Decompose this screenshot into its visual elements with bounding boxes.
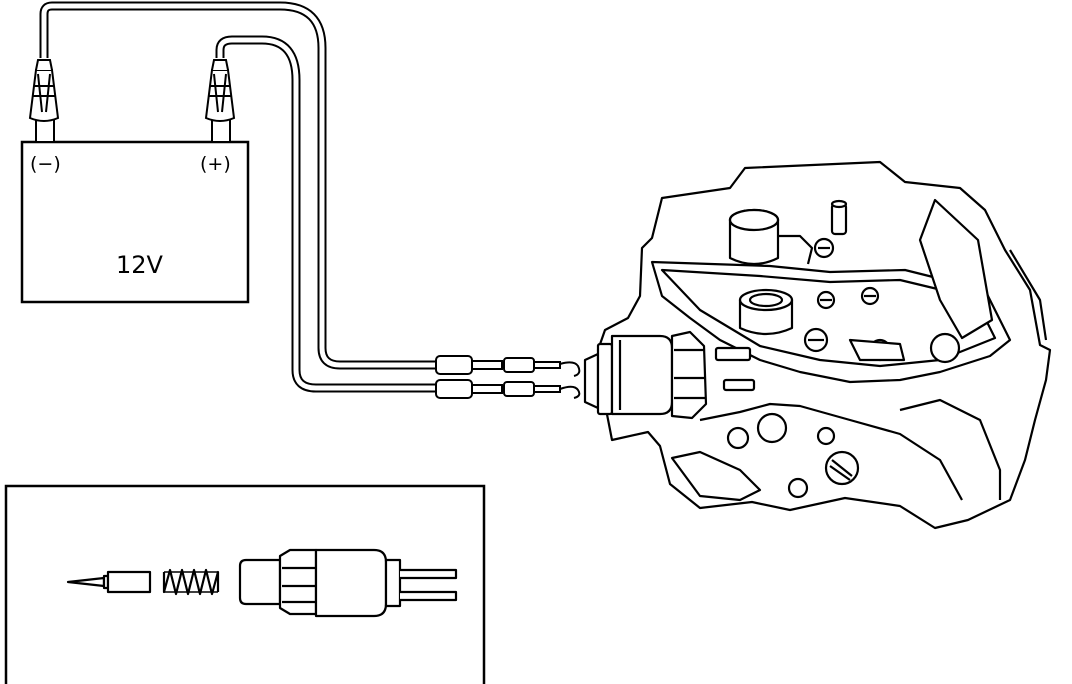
needle-icon [66,570,152,594]
connector-lower [435,379,561,399]
battery-positive-clip [204,59,236,143]
fuel-cut-solenoid [583,330,708,420]
inset-panel [4,484,486,684]
wire-connectors [435,355,581,399]
battery-case [20,140,250,304]
solenoid-valve-icon [238,548,458,618]
battery-negative-clip [28,59,60,143]
battery-voltage-label: 12V [116,251,164,279]
carburetor [596,160,1052,530]
battery-positive-label: (+) [200,153,231,175]
test-wires [39,1,438,393]
carburetor-screws [726,237,892,499]
battery-negative-label: (−) [30,153,61,175]
battery: (−) (+) 12V [20,59,250,304]
exploded-solenoid-valve [66,548,458,618]
spring-icon [162,568,220,596]
connector-upper [435,355,561,375]
